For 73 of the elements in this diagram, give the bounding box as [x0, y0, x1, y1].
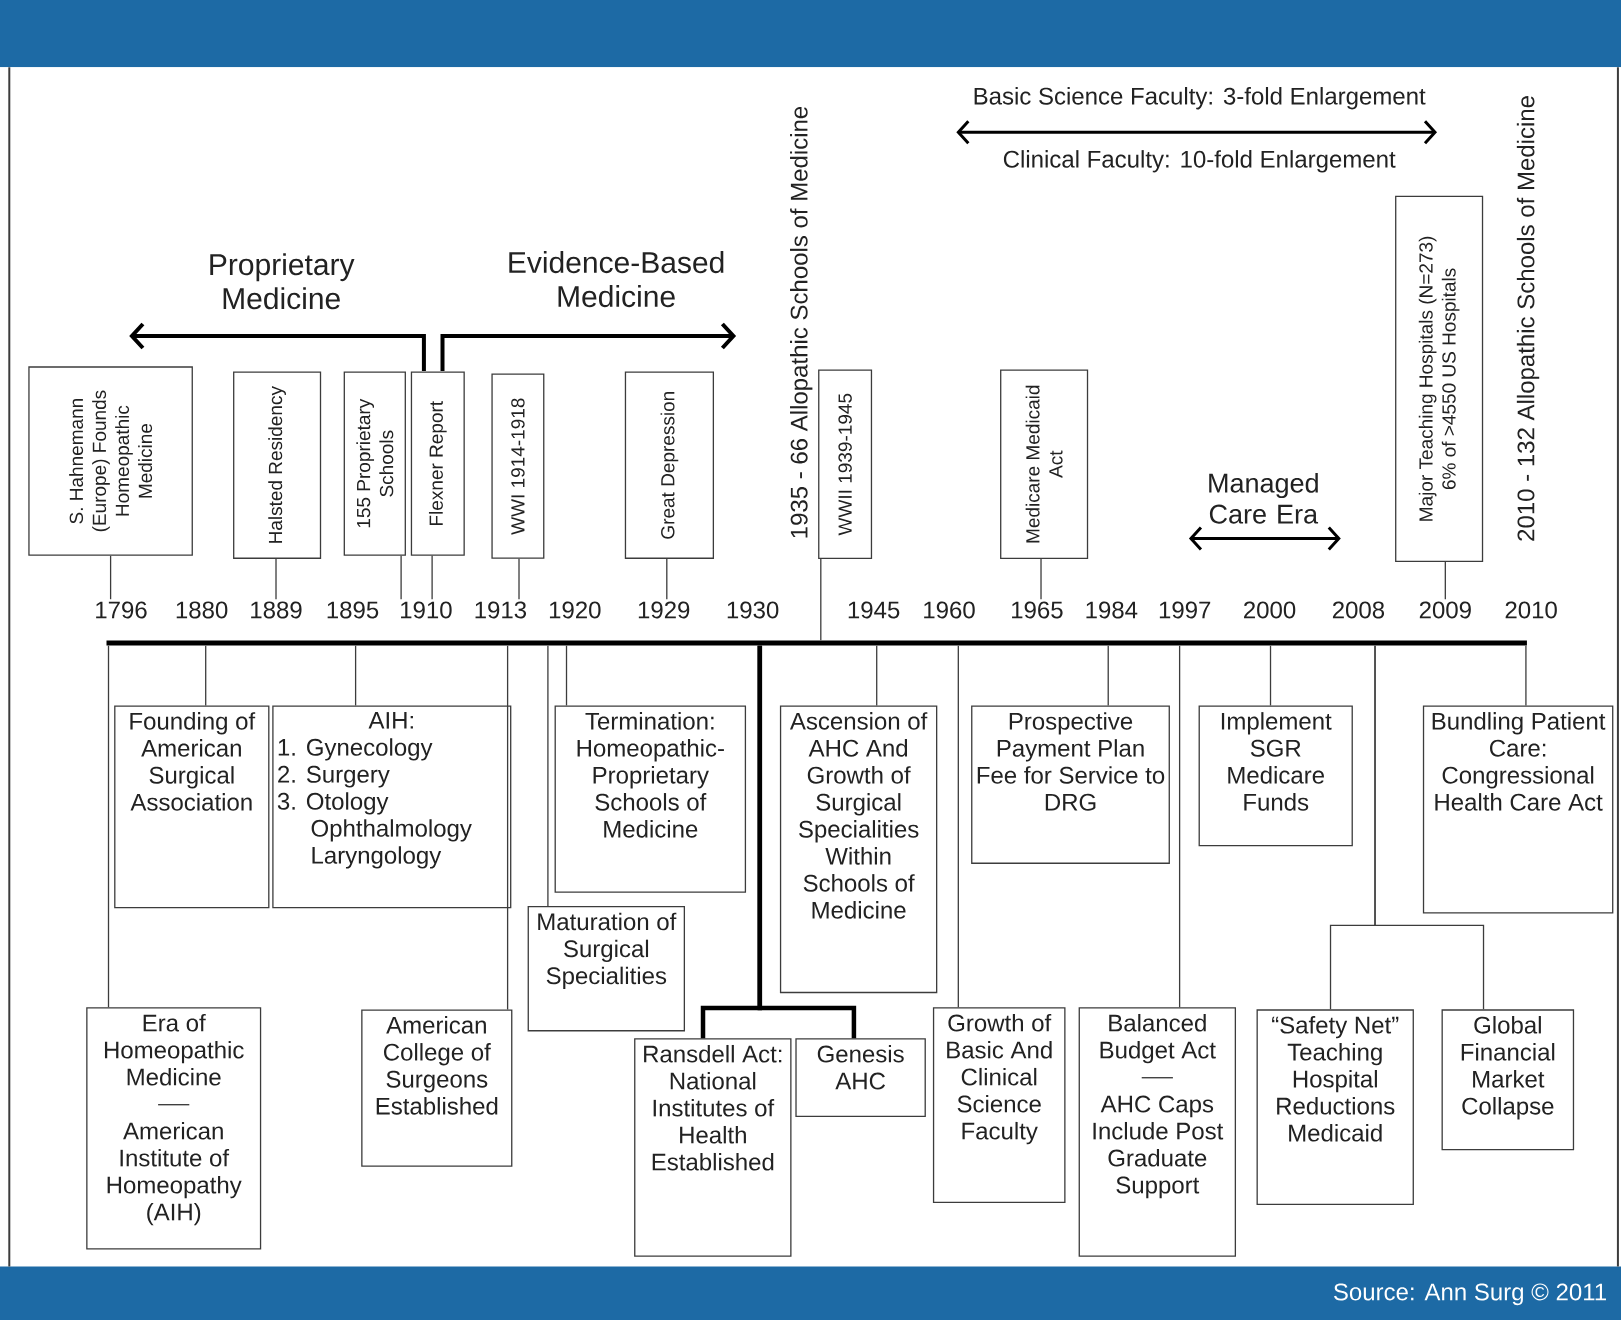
rotated-note: 2010 - 132 Allopathic Schools of Medicine: [1516, 96, 1540, 541]
connector-line: [820, 558, 822, 641]
connector-line: [565, 645, 568, 707]
connector-line: [107, 645, 110, 1008]
connector-line: [431, 555, 433, 600]
connector-line: [518, 558, 520, 600]
year-label: 2009: [1419, 601, 1471, 619]
year-label: 1889: [251, 601, 302, 619]
source-caption: Source: Ann Surg © 2011: [1333, 1283, 1606, 1306]
event-box: WWI 1914-1918: [491, 373, 545, 559]
year-label: 1929: [638, 601, 690, 619]
connector-line: [1269, 645, 1272, 707]
annotation-text: Basic Science Faculty: 3-fold Enlargement: [974, 87, 1426, 110]
event-box: American College of Surgeons Established: [361, 1009, 513, 1167]
connector-line: [957, 645, 959, 1008]
connector-line: [275, 558, 277, 600]
year-label: 1910: [401, 601, 452, 619]
event-box: Halsted Residency: [233, 371, 322, 559]
event-box: Termination: Homeopathic-Proprietary Schools of Medicine: [554, 705, 747, 893]
connector-line: [1107, 645, 1109, 707]
connector-line: [1444, 561, 1446, 600]
connector-line: [400, 555, 402, 600]
event-box: Ascension of AHC And Growth of Surgical Specialities Within Schools of Medicine: [779, 705, 938, 994]
event-box: Maturation of Surgical Specialities: [527, 906, 685, 1032]
event-box: Growth of Basic And Clinical Science Faculty: [932, 1007, 1066, 1203]
connector-line: [1374, 645, 1485, 1010]
event-box: Global Financial Market Collapse: [1441, 1009, 1575, 1151]
connector-line: [1040, 558, 1042, 600]
year-label: 1913: [475, 601, 527, 619]
event-box: Flexner Report: [410, 371, 465, 556]
annotation-text: Clinical Faculty: 10-fold Enlargement: [1003, 150, 1396, 173]
connector-line: [205, 645, 207, 707]
year-label: 1796: [96, 601, 147, 619]
connector-line: [547, 645, 549, 907]
event-box: Medicare Medicaid Act: [1000, 369, 1089, 559]
era-label: Evidence-Based Medicine: [509, 251, 724, 308]
event-box: 155 Proprietary Schools: [343, 371, 406, 556]
event-box: Era of Homeopathic Medicine American Institute of Homeopathy (AIH): [86, 1007, 262, 1250]
year-label: 2010: [1505, 601, 1557, 619]
event-box: Prospective Payment Plan Fee for Service to DRG: [971, 705, 1170, 864]
year-label: 2008: [1332, 601, 1385, 619]
connector-line: [876, 645, 878, 707]
event-box: Founding of American Surgical Association: [114, 705, 270, 909]
year-label: 1880: [176, 601, 228, 619]
event-box: Major Teaching Hospitals (N=273) 6% of >4550 US Hospitals: [1395, 195, 1484, 562]
rotated-note: 1935 - 66 Allopathic Schools of Medicine: [790, 106, 813, 538]
event-box: “Safety Net” Teaching Hospital Reductions Medicaid: [1256, 1009, 1414, 1206]
era-label: Managed Care Era: [1209, 472, 1319, 524]
year-label: 1920: [549, 601, 601, 619]
year-label: 1895: [327, 601, 379, 619]
timeline-bar: [106, 640, 1527, 646]
event-box: Genesis AHC: [795, 1038, 926, 1118]
event-box: Balanced Budget Act AHC Caps Include Post Graduate Support: [1078, 1007, 1236, 1257]
event-box: WWII 1939-1945: [818, 369, 873, 559]
connector-line: [1178, 645, 1181, 1008]
event-box: Ransdell Act: National Institutes of Health Established: [634, 1038, 792, 1257]
event-box: Bundling Patient Care: Congressional Health Care Act: [1422, 705, 1614, 914]
connector-line: [1525, 645, 1527, 707]
event-box: AIH: 1. Gynecology 2. Surgery 3. Otology Ophthalmology Laryngology: [272, 705, 512, 909]
year-label: 1945: [848, 601, 900, 619]
connector-line: [109, 555, 112, 600]
connector-line: [506, 645, 509, 1011]
era-label: Proprietary Medicine: [210, 253, 355, 310]
connector-line: [666, 558, 668, 600]
year-label: 1984: [1086, 601, 1138, 619]
event-box: S. Hahnemann (Europe) Founds Homeopathic Medicine: [28, 366, 193, 556]
event-box: Implement SGR Medicare Funds: [1198, 705, 1353, 847]
connector-line: [354, 645, 357, 707]
connector-line: [757, 645, 857, 1039]
year-label: 1965: [1012, 601, 1063, 619]
year-label: 1930: [727, 601, 779, 619]
event-box: Great Depression: [624, 371, 714, 559]
year-label: 1960: [924, 601, 975, 619]
